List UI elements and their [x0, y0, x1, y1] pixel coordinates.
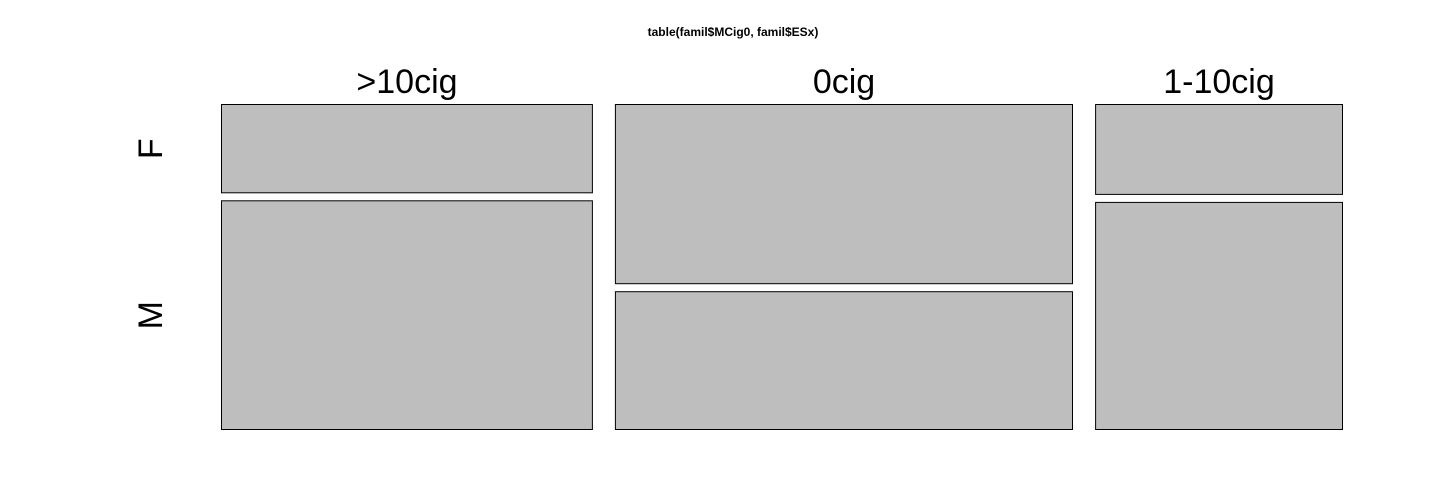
tile-1-10cig-f — [1095, 104, 1343, 195]
tile-1-10cig-m — [1095, 201, 1343, 430]
column-label-10cig: >10cig — [356, 63, 457, 101]
tile-0cig-m — [614, 291, 1074, 431]
row-labels: FM — [132, 138, 170, 329]
tile-0cig-f — [614, 104, 1074, 285]
mosaic-tiles — [221, 104, 1343, 431]
chart-title: table(famil$MCig0, famil$ESx) — [648, 25, 819, 39]
column-label-0cig: 0cig — [813, 63, 875, 101]
column-label-1-10cig: 1-10cig — [1163, 63, 1275, 101]
row-label-m: M — [132, 301, 170, 329]
row-label-f: F — [132, 138, 170, 159]
tile-10cig-f — [221, 104, 593, 194]
column-labels: >10cig 0cig 1-10cig — [356, 63, 1274, 101]
tile-10cig-m — [221, 200, 593, 430]
